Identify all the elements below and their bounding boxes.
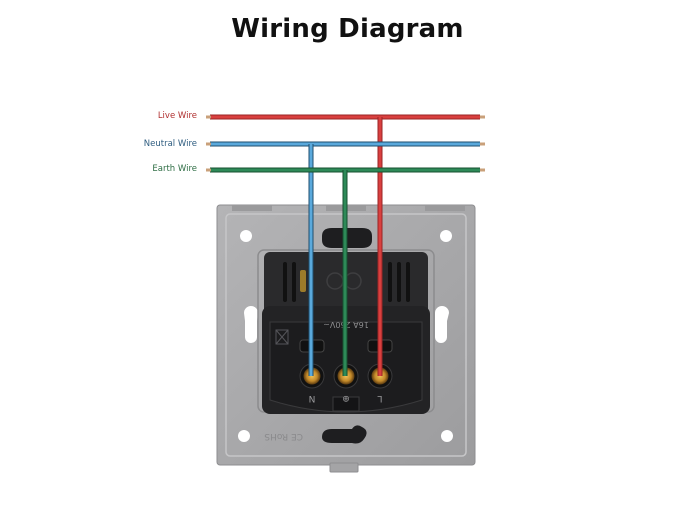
bottom-slot bbox=[322, 425, 367, 444]
keyhole-slot-right bbox=[435, 306, 449, 343]
wire-tip-left bbox=[206, 142, 211, 146]
wire-tip-right bbox=[480, 115, 485, 119]
wire-tip-right bbox=[480, 168, 485, 172]
neutral-wire-label: Neutral Wire bbox=[143, 139, 197, 149]
live-wire bbox=[206, 114, 485, 376]
terminal-label: N bbox=[309, 393, 316, 403]
diagram-title: Wiring Diagram bbox=[231, 14, 464, 44]
terminal-label: L bbox=[377, 393, 382, 403]
terminal-label: ⊕ bbox=[342, 393, 350, 403]
earth-wire bbox=[206, 167, 485, 376]
wire-tip-left bbox=[206, 115, 211, 119]
neutral-wire bbox=[206, 141, 485, 376]
earth-wire-label: Earth Wire bbox=[152, 164, 197, 174]
screw-hole-top-left bbox=[240, 230, 252, 242]
wire-tip-right bbox=[480, 142, 485, 146]
screw-hole-top-right bbox=[440, 230, 452, 242]
screw-hole-bottom-left bbox=[238, 430, 250, 442]
screw-hole-bottom-right bbox=[441, 430, 453, 442]
wire-tip-left bbox=[206, 168, 211, 172]
live-wire-label: Live Wire bbox=[157, 111, 197, 121]
ce-rohs-marking: CE RoHS bbox=[264, 431, 303, 441]
keyhole-slot-left bbox=[244, 306, 258, 343]
